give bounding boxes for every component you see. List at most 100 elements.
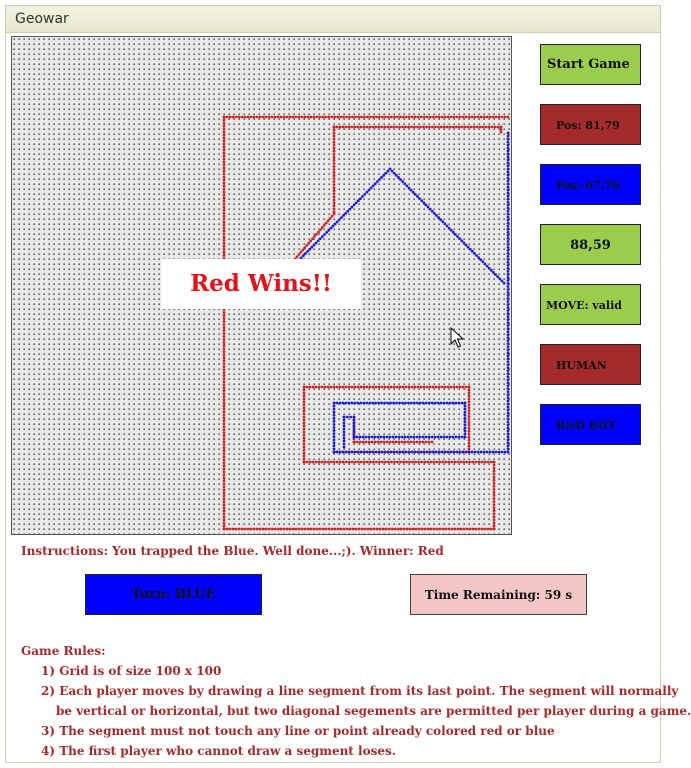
trail-dot (379, 435, 383, 439)
trail-dot (489, 460, 493, 464)
trail-dot (222, 181, 226, 185)
trail-dot (425, 115, 429, 119)
trail-dot (222, 359, 226, 362)
trail-dot (476, 115, 480, 119)
trail-dot (379, 440, 383, 444)
trail-dot (467, 418, 471, 421)
trail-dot (297, 115, 301, 119)
trail-dot (359, 197, 362, 200)
trail-dot (467, 385, 471, 389)
trail-dot (352, 421, 356, 425)
trail-dot (506, 273, 510, 276)
trail-dot (252, 115, 256, 119)
trail-dot (302, 391, 306, 395)
trail-dot (326, 219, 330, 223)
trail-dot (453, 527, 457, 531)
trail-dot (222, 317, 226, 320)
trail-dot (398, 125, 402, 129)
trail-dot (288, 115, 292, 119)
trail-dot (222, 178, 226, 182)
game-board[interactable]: Red Wins!! (11, 36, 512, 535)
trail-dot (449, 385, 453, 389)
trail-dot (448, 401, 452, 405)
trail-dot (439, 218, 443, 222)
trail-dot (388, 440, 392, 444)
trail-dot (492, 472, 496, 476)
trail-dot (506, 450, 510, 454)
trail-dot (395, 385, 399, 389)
trail-dot (506, 414, 510, 418)
trail-dot (402, 460, 405, 464)
trail-dot (477, 460, 481, 464)
trail-dot (478, 125, 482, 129)
blue-player-type-button[interactable]: RND BOT (540, 404, 641, 445)
trail-dot (397, 440, 401, 444)
trail-dot (243, 115, 247, 119)
trail-dot (443, 385, 447, 389)
trail-dot (443, 115, 447, 119)
red-player-type-button[interactable]: HUMAN (540, 344, 641, 385)
trail-dot (460, 401, 464, 405)
trail-dot (506, 348, 510, 352)
trail-dot (401, 450, 405, 454)
trail-dot (401, 385, 405, 389)
trail-dot (222, 509, 226, 513)
trail-dot (418, 435, 422, 439)
trail-dot (492, 497, 496, 500)
trail-dot (353, 460, 357, 464)
trail-dot (222, 148, 226, 152)
trail-dot (430, 440, 434, 444)
trail-dot (401, 115, 405, 119)
start-game-button[interactable]: Start Game (540, 44, 641, 85)
trail-dot (376, 435, 380, 439)
trail-dot (470, 249, 474, 253)
trail-dot (428, 125, 431, 129)
trail-dot (318, 115, 322, 119)
trail-dot (454, 233, 457, 236)
trail-dot (332, 441, 336, 445)
trail-dot (432, 527, 436, 531)
trail-dot (267, 115, 271, 119)
trail-dot (421, 435, 425, 439)
trail-dot (222, 118, 226, 122)
trail-dot (506, 152, 510, 156)
trail-dot (425, 125, 428, 129)
trail-dot (316, 239, 320, 243)
trail-dot (222, 458, 226, 462)
trail-dot (332, 212, 336, 216)
trail-dot (506, 248, 510, 252)
trail-dot (435, 214, 438, 217)
trail-dot (506, 408, 510, 412)
trail-dot (335, 220, 339, 224)
trail-dot (335, 450, 339, 454)
trail-dot (342, 418, 346, 422)
trail-dot (506, 390, 510, 394)
trail-dot (332, 407, 336, 411)
trail-dot (373, 182, 377, 186)
trail-dot (273, 115, 277, 119)
trail-dot (222, 229, 226, 233)
trail-dot (365, 401, 369, 405)
trail-dot (390, 527, 394, 531)
trail-dot (308, 247, 312, 251)
trail-dot (506, 411, 510, 415)
trail-dot (302, 421, 306, 425)
trail-dot (506, 270, 510, 273)
trail-dot (362, 450, 366, 454)
trail-dot (452, 385, 456, 389)
trail-dot (349, 415, 353, 419)
trail-dot (302, 442, 306, 446)
trail-dot (506, 203, 510, 207)
trail-dot (314, 241, 318, 245)
trail-dot (463, 423, 467, 427)
trail-dot (506, 191, 510, 195)
trail-dot (466, 245, 470, 249)
trail-dot (222, 374, 226, 378)
trail-dot (467, 438, 471, 442)
trail-dot (336, 527, 340, 531)
trail-dot (451, 230, 455, 234)
trail-dot (368, 460, 372, 464)
trail-dot (382, 435, 386, 439)
trail-dot (506, 396, 510, 400)
trail-dot (359, 401, 363, 405)
